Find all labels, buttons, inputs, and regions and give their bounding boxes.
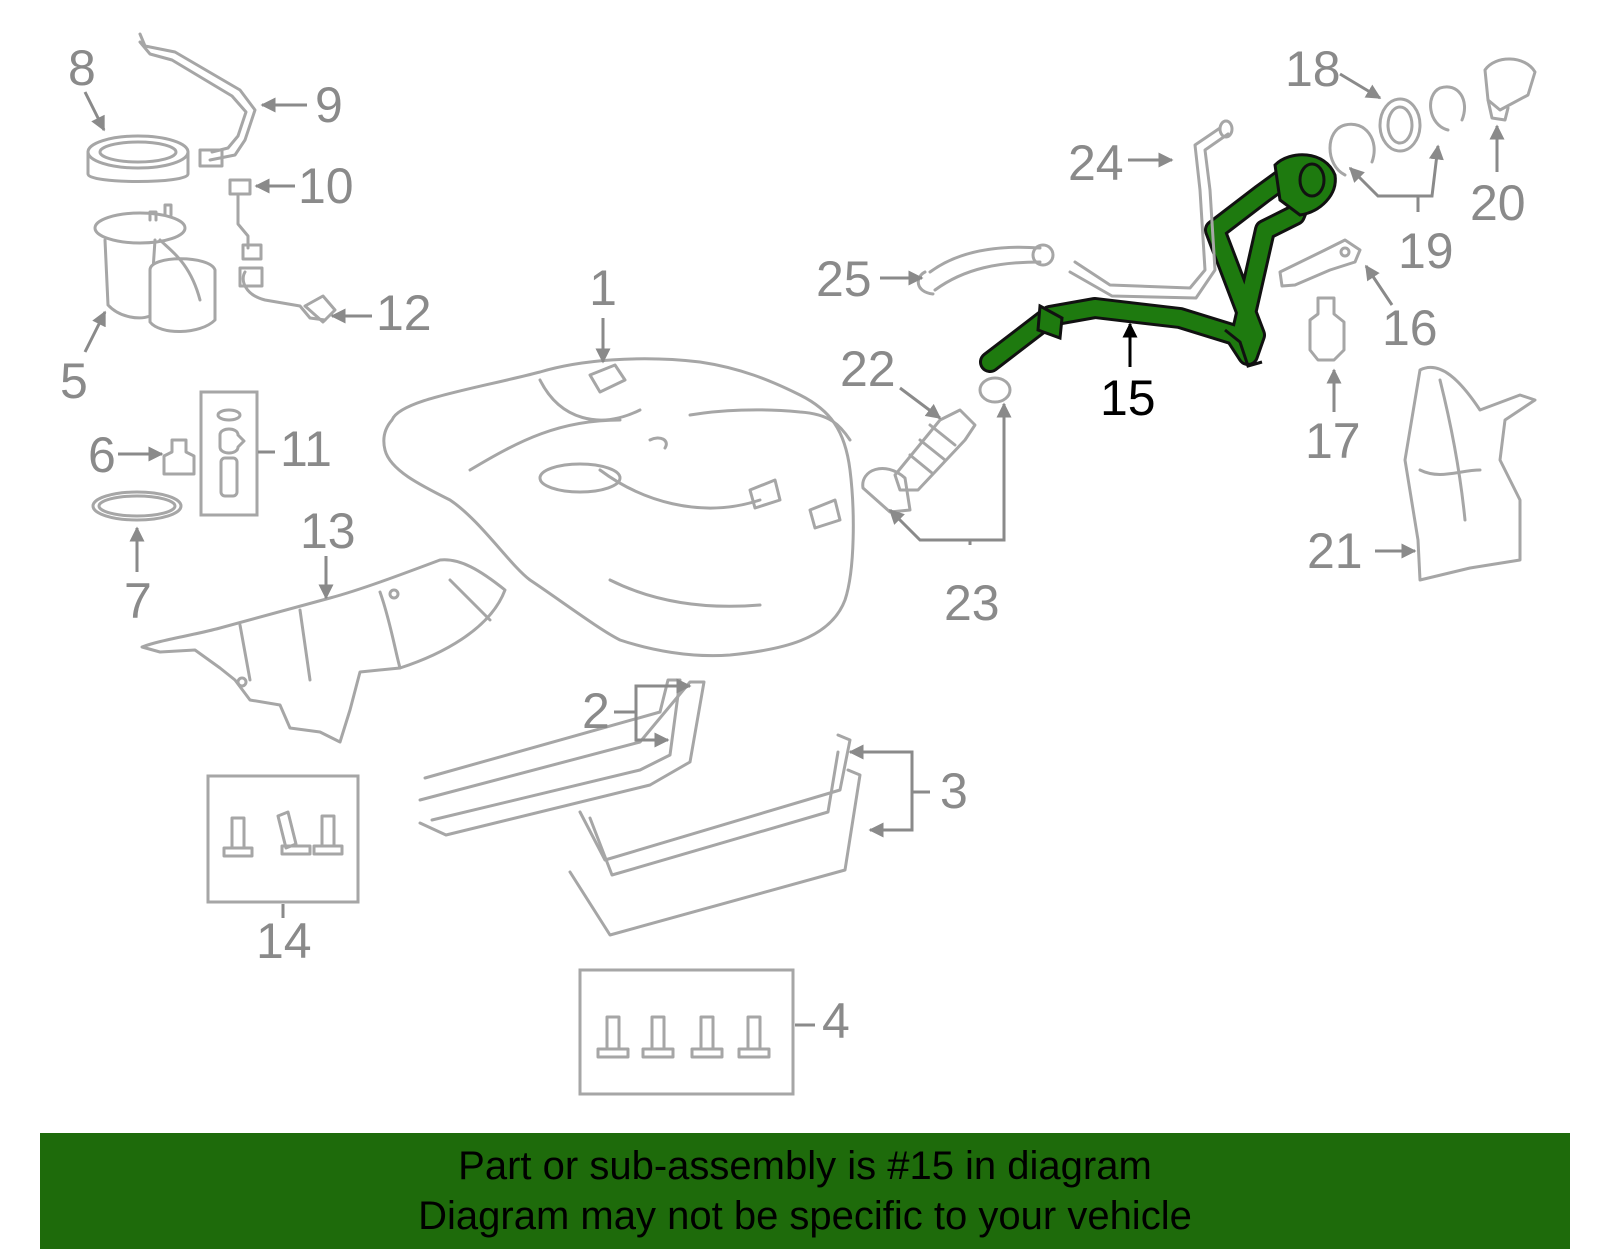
bolt-kit-14 (206, 774, 360, 904)
label-20: 20 (1470, 175, 1526, 231)
part-13-heat-shield (140, 558, 507, 744)
part-18-seal (1378, 97, 1422, 153)
part-19-clips (1328, 85, 1466, 177)
label-21: 21 (1307, 523, 1363, 579)
label-14: 14 (256, 913, 312, 969)
label-8: 8 (68, 40, 96, 96)
label-16: 16 (1382, 300, 1438, 356)
label-6: 6 (88, 427, 116, 483)
part-22-hose (893, 408, 977, 492)
part-12-harness (238, 266, 337, 324)
label-1: 1 (589, 260, 617, 316)
part-9-fuel-line (138, 32, 257, 168)
label-13: 13 (300, 503, 356, 559)
parts-diagram: 1 2 3 4 5 6 7 8 9 10 11 12 13 14 15 16 1… (60, 32, 1537, 1096)
label-11: 11 (280, 421, 332, 477)
label-17: 17 (1305, 413, 1361, 469)
fuel-tank (382, 357, 855, 658)
part-10-connector (228, 178, 263, 261)
label-15: 15 (1100, 370, 1156, 426)
label-12: 12 (376, 285, 432, 341)
label-2: 2 (582, 683, 610, 739)
label-5: 5 (60, 353, 88, 409)
label-9: 9 (315, 77, 343, 133)
part-11-kit (199, 390, 259, 517)
label-10: 10 (298, 158, 354, 214)
label-3: 3 (940, 763, 968, 819)
info-banner: Part or sub-assembly is #15 in diagram D… (40, 1133, 1570, 1249)
label-7: 7 (124, 573, 152, 629)
label-22: 22 (840, 341, 896, 397)
part-21-splash-guard (1403, 365, 1537, 582)
part-24-vent-tube (1068, 119, 1234, 300)
part-16-bracket (1278, 238, 1362, 288)
banner-line-2: Diagram may not be specific to your vehi… (418, 1194, 1192, 1238)
label-4: 4 (822, 993, 850, 1049)
label-23: 23 (944, 575, 1000, 631)
banner-line-1: Part or sub-assembly is #15 in diagram (458, 1144, 1152, 1188)
label-25: 25 (816, 251, 872, 307)
part-6-grommet (162, 438, 196, 476)
part-25-hose (916, 243, 1055, 296)
part-23-clamps (861, 376, 1012, 514)
part-7-gasket (91, 490, 183, 522)
part-17-valve (1308, 296, 1346, 362)
part-15-filler-pipe (979, 153, 1337, 373)
part-20-fuel-cap (1483, 57, 1537, 122)
label-24: 24 (1068, 135, 1124, 191)
label-19: 19 (1398, 223, 1454, 279)
bolt-kit-4 (578, 968, 795, 1096)
tank-strap-upper (418, 678, 706, 837)
label-18: 18 (1285, 41, 1341, 97)
part-8-lock-ring (86, 134, 190, 183)
tank-strap-lower (568, 733, 862, 937)
fuel-pump (93, 203, 217, 333)
